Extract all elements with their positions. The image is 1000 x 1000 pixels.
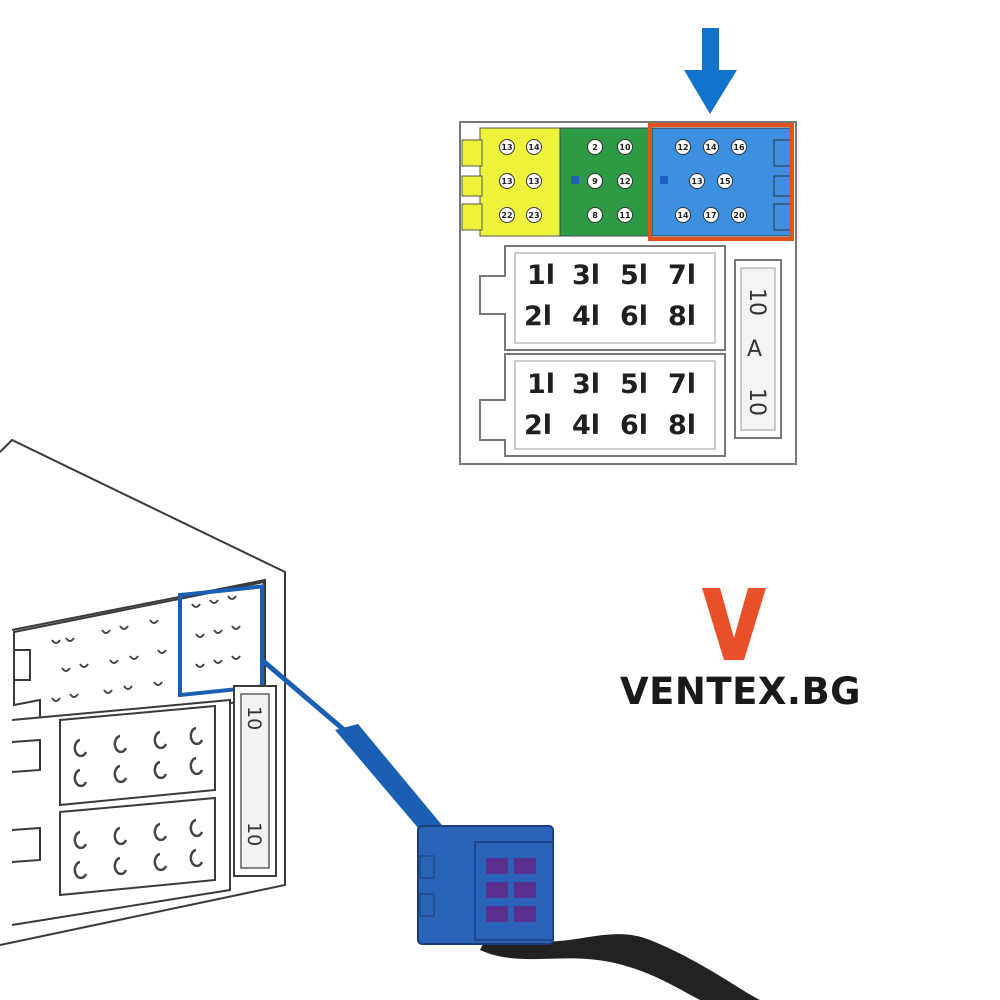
- fuse-label-middle: A: [747, 337, 762, 362]
- pin-green: [587, 139, 603, 155]
- pin-label: 3l: [572, 369, 600, 400]
- pin-number: 10: [619, 143, 631, 152]
- pin-yellow: [526, 173, 542, 189]
- pin-label: 5l: [620, 260, 648, 291]
- pin-label: 1l: [527, 369, 555, 400]
- pin-label: 5l: [620, 369, 648, 400]
- pin-yellow: [499, 173, 515, 189]
- pin-blue: [703, 139, 719, 155]
- pin-blue: [703, 207, 719, 223]
- pin-label: 1l: [527, 260, 555, 291]
- pin-blue: [675, 139, 691, 155]
- pin-green: [587, 207, 603, 223]
- pin-number: 2: [592, 143, 598, 152]
- iso-connector-face: 13 14 13 13 22 23 2 10 9 12 8 11 12 14 16 13 15 14 17 20: [459, 28, 797, 465]
- radio-fuse-label-top: 10: [243, 706, 265, 730]
- pin-blue: [717, 173, 733, 189]
- pin-number: 12: [677, 143, 688, 152]
- pin-number: 13: [501, 177, 512, 186]
- pin-number: 16: [733, 143, 745, 152]
- pin-number: 23: [528, 211, 539, 220]
- pin-blue: [689, 173, 705, 189]
- fuse-label-top: 10: [744, 288, 769, 316]
- pin-green: [617, 207, 633, 223]
- connection-line: [260, 658, 446, 842]
- pin-green: [587, 173, 603, 189]
- adapter-plug: [417, 825, 760, 1000]
- radio-contacts-upper: [51, 595, 241, 702]
- radio-unit: [0, 438, 286, 946]
- pin-label: 4l: [572, 301, 600, 332]
- pin-number: 22: [501, 211, 512, 220]
- pin-number: 14: [528, 143, 540, 152]
- pin-number: 8: [592, 211, 598, 220]
- quadlock-lower-chamber: 1l 3l 5l 7l 2l 4l 6l 8l: [479, 353, 726, 457]
- pin-yellow: [499, 139, 515, 155]
- pin-label: 6l: [620, 301, 648, 332]
- pin-green: [617, 173, 633, 189]
- yellow-pin-block: 13 14 13 13 22 23: [461, 127, 561, 237]
- pin-number: 13: [501, 143, 512, 152]
- pin-yellow: [499, 207, 515, 223]
- pin-number: 13: [691, 177, 702, 186]
- highlight-frame: [648, 123, 794, 241]
- fuse-label-bottom: 10: [744, 388, 769, 416]
- green-pin-block: 2 10 9 12 8 11: [559, 127, 653, 237]
- pin-number: 17: [705, 211, 716, 220]
- pin-number: 20: [733, 211, 745, 220]
- arrow-down-icon: [684, 28, 737, 114]
- pin-number: 12: [619, 177, 630, 186]
- pin-blue: [731, 207, 747, 223]
- ventex-v-logo-icon: [702, 588, 766, 660]
- pin-label: 4l: [572, 410, 600, 441]
- pin-blue: [675, 207, 691, 223]
- pin-number: 11: [619, 211, 631, 220]
- pin-label: 2l: [524, 301, 552, 332]
- brand-name: VENTEX.BG: [620, 670, 862, 713]
- blue-pin-block: 12 14 16 13 15 14 17 20: [651, 127, 793, 237]
- pin-number: 14: [705, 143, 717, 152]
- pin-label: 2l: [524, 410, 552, 441]
- pin-green: [617, 139, 633, 155]
- pin-number: 13: [528, 177, 539, 186]
- pin-label: 8l: [668, 410, 696, 441]
- pin-number: 9: [592, 177, 598, 186]
- pin-yellow: [526, 207, 542, 223]
- pin-label: 6l: [620, 410, 648, 441]
- radio-contacts-lower: [73, 726, 204, 880]
- pin-label: 7l: [668, 260, 696, 291]
- pin-number: 15: [719, 177, 731, 186]
- pin-label: 8l: [668, 301, 696, 332]
- pin-yellow: [526, 139, 542, 155]
- radio-highlight-frame: [178, 584, 264, 698]
- pin-blue: [731, 139, 747, 155]
- pin-number: 14: [677, 211, 689, 220]
- fuse-slot: 10 A 10: [734, 259, 782, 439]
- pin-label: 7l: [668, 369, 696, 400]
- radio-fuse-label-bottom: 10: [243, 822, 265, 846]
- quadlock-upper-chamber: 1l 3l 5l 7l 2l 4l 6l 8l: [479, 245, 726, 351]
- pin-label: 3l: [572, 260, 600, 291]
